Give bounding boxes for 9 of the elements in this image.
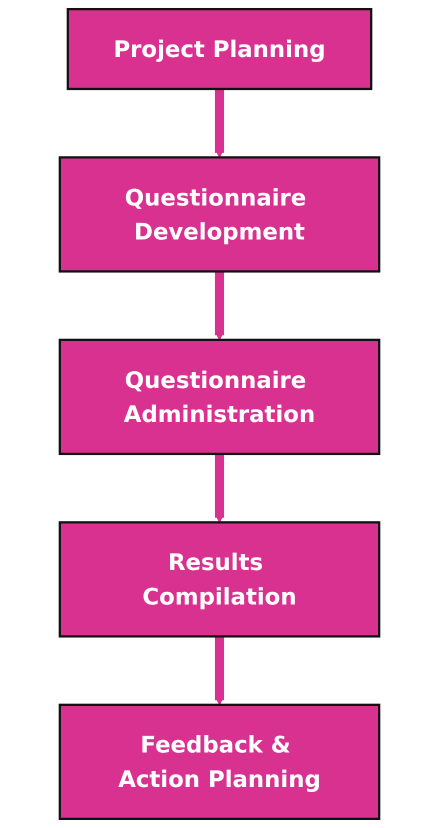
node-box: Questionnaire Development bbox=[58, 156, 380, 273]
arrow bbox=[214, 636, 225, 706]
node-box: Feedback & Action Planning bbox=[58, 704, 380, 820]
node-box: Questionnaire Administration bbox=[58, 338, 380, 456]
arrow bbox=[214, 454, 225, 523]
node-box: Project Planning bbox=[66, 8, 372, 90]
arrow bbox=[214, 88, 225, 158]
node-box: Results Compilation bbox=[58, 521, 380, 638]
arrow bbox=[214, 271, 225, 340]
